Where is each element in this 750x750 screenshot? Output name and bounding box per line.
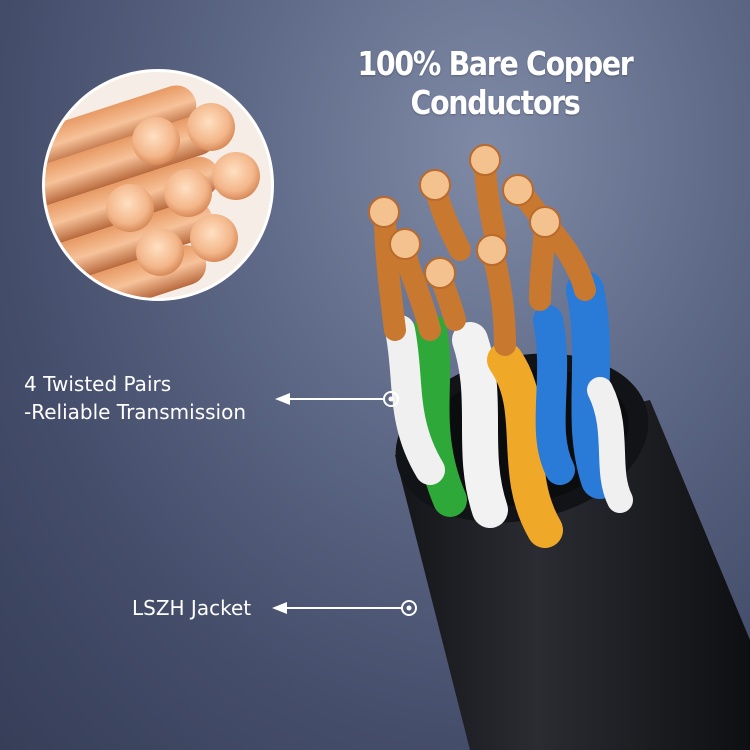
headline: 100% Bare Copper Conductors	[357, 44, 633, 122]
twisted-pairs-line2: -Reliable Transmission	[24, 400, 247, 424]
copper-strand-closeup	[42, 69, 274, 301]
callout-target-icon	[383, 391, 399, 407]
callout-pairs	[275, 391, 399, 407]
arrowhead-icon	[275, 393, 290, 405]
jacket-label: LSZH Jacket	[132, 596, 252, 620]
twisted-pairs-label: 4 Twisted Pairs -Reliable Transmission	[24, 370, 246, 426]
callout-target-icon	[401, 600, 417, 616]
arrowhead-icon	[272, 602, 287, 614]
callout-jacket	[272, 600, 417, 616]
ethernet-cable	[368, 144, 750, 750]
twisted-pairs-line1: 4 Twisted Pairs	[24, 372, 172, 396]
